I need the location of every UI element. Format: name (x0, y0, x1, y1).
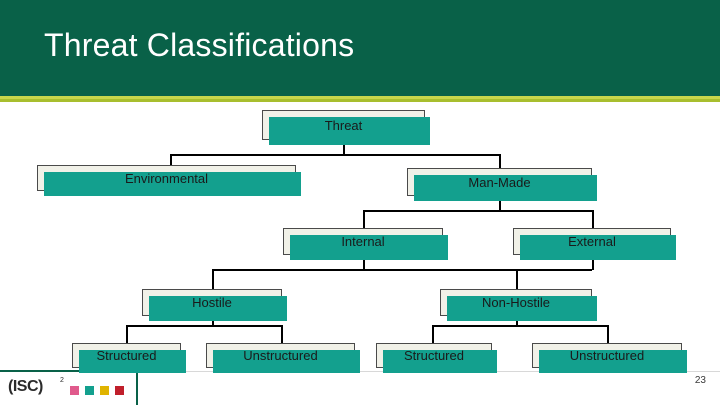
connector-internal-down (363, 255, 365, 270)
node-external[interactable]: External (513, 228, 676, 260)
isc2-logo-superscript: 2 (60, 377, 64, 384)
node-environmental[interactable]: Environmental (37, 165, 301, 196)
header-band (0, 0, 720, 96)
page-number: 23 (694, 375, 706, 386)
node-unstructured-non-hostile[interactable]: Unstructured (532, 343, 687, 373)
connector-level3-bus (363, 210, 593, 212)
node-threat-label: Threat (324, 117, 363, 133)
node-structured-hostile-label: Structured (96, 348, 157, 363)
connector-hostile-down (212, 316, 214, 326)
page-title: Threat Classifications (44, 27, 355, 63)
isc2-logo-text: (ISC) (8, 378, 43, 395)
connector-structured-hostile-up (126, 325, 128, 343)
connector-unstructured-non-up (607, 325, 609, 343)
connector-nonhostile-children-bus (432, 325, 608, 327)
node-hostile[interactable]: Hostile (142, 289, 287, 321)
logo-square-teal (85, 386, 94, 395)
logo-box: (ISC) 2 (0, 370, 138, 405)
node-structured-non-hostile-shadow (383, 350, 497, 373)
node-external-label: External (568, 234, 616, 249)
node-man-made-shadow (414, 175, 597, 201)
connector-hostile-children-bus (126, 325, 282, 327)
logo-square-pink (70, 386, 79, 395)
node-internal[interactable]: Internal (283, 228, 448, 260)
connector-threat-down (343, 140, 345, 155)
node-structured-hostile[interactable]: Structured (72, 343, 186, 373)
node-internal-shadow (290, 235, 448, 260)
connector-manmade-up (499, 154, 501, 168)
node-man-made[interactable]: Man-Made (407, 168, 597, 201)
node-unstructured-non-hostile-shadow (539, 350, 687, 373)
node-structured-hostile-shadow (79, 350, 186, 373)
connector-level4-bus (212, 269, 592, 271)
connector-external-down (592, 255, 594, 270)
node-hostile-label: Hostile (192, 295, 232, 310)
connector-hostile-up (212, 269, 214, 289)
node-hostile-shadow (149, 296, 287, 321)
node-non-hostile-label: Non-Hostile (482, 295, 550, 310)
connector-manmade-down (499, 196, 501, 211)
connector-environmental-up (170, 154, 172, 165)
connector-nonhostile-up (516, 269, 518, 289)
node-unstructured-hostile-label: Unstructured (243, 348, 318, 363)
node-unstructured-non-hostile-label: Unstructured (569, 348, 645, 363)
node-threat[interactable]: Threat (262, 110, 430, 145)
node-structured-non-hostile-label: Structured (404, 348, 464, 363)
node-non-hostile[interactable]: Non-Hostile (440, 289, 597, 321)
logo-square-gold (100, 386, 109, 395)
connector-unstructured-hostile-up (281, 325, 283, 343)
connector-nonhostile-down (516, 316, 518, 326)
node-unstructured-hostile-shadow (213, 350, 360, 373)
node-non-hostile-shadow (447, 296, 597, 321)
node-internal-label: Internal (341, 234, 385, 249)
node-threat-shadow (269, 117, 430, 145)
node-environmental-label: Environmental (124, 170, 209, 186)
logo-square-red (115, 386, 124, 395)
connector-level2-bus (170, 154, 500, 156)
header-accent-olive (0, 99, 720, 102)
connector-external-up (592, 210, 594, 228)
node-external-shadow (520, 235, 676, 260)
node-man-made-label: Man-Made (468, 174, 531, 190)
connector-internal-up (363, 210, 365, 228)
connector-structured-non-up (432, 325, 434, 343)
node-structured-non-hostile[interactable]: Structured (376, 343, 497, 373)
node-environmental-shadow (44, 172, 301, 196)
node-unstructured-hostile[interactable]: Unstructured (206, 343, 360, 373)
